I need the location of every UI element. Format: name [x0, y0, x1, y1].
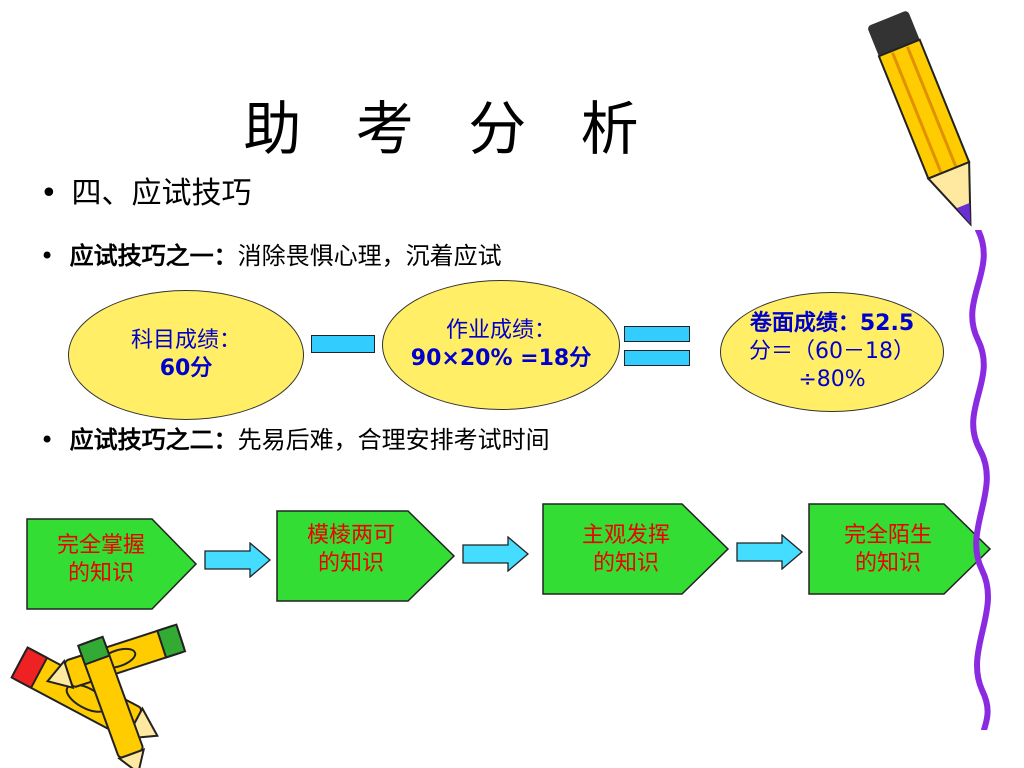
- subject-score-line2: 60分: [159, 356, 213, 381]
- slide-title: 助 考 分 析: [243, 95, 657, 163]
- flow-step-2-line2: 的知识: [317, 551, 384, 576]
- bullet-dot: •: [40, 176, 58, 211]
- paper-score-ellipse: 卷面成绩：52.5 分＝（60－18） ÷80%: [720, 292, 944, 412]
- tip-two-label: 应试技巧之二：: [69, 425, 238, 454]
- flow-step-1: 完全掌握 的知识: [26, 532, 176, 588]
- tip-one-label: 应试技巧之一：: [69, 241, 238, 270]
- paper-score-line1: 卷面成绩：52.5: [749, 311, 915, 336]
- flow-step-1-line2: 的知识: [67, 561, 134, 586]
- bullet-dot: •: [40, 426, 55, 454]
- tip-two: • 应试技巧之二：先易后难，合理安排考试时间: [40, 420, 550, 455]
- flow-step-3-line2: 的知识: [592, 551, 659, 576]
- equals-operator-bottom: [624, 350, 690, 366]
- flow-step-4: 完全陌生 的知识: [808, 522, 968, 578]
- equals-operator-top: [624, 326, 690, 342]
- flow-step-2-line1: 模棱两可: [306, 523, 395, 548]
- section-heading: • 四、应试技巧: [40, 168, 252, 212]
- tip-one-text: 消除畏惧心理，沉着应试: [237, 242, 502, 270]
- flow-arrow-icon: [736, 534, 804, 570]
- paper-score-line2: 分＝（60－18）: [749, 339, 915, 364]
- wavy-line-decoration: [969, 230, 991, 730]
- pencil-icon: [868, 11, 972, 227]
- bullet-dot: •: [40, 242, 55, 270]
- flow-step-4-line1: 完全陌生: [843, 523, 932, 548]
- paper-score-line3: ÷80%: [798, 367, 866, 392]
- homework-score-line2: 90×20% =18分: [410, 346, 592, 371]
- flow-step-4-shape: [808, 503, 992, 595]
- subject-score-line1: 科目成绩：: [130, 328, 241, 353]
- flow-arrow-icon: [462, 536, 530, 572]
- tip-two-text: 先易后难，合理安排考试时间: [237, 426, 550, 454]
- flow-step-4-line2: 的知识: [854, 551, 921, 576]
- flow-step-2: 模棱两可 的知识: [276, 522, 426, 578]
- flow-step-2-shape: [276, 510, 456, 602]
- section-heading-text: 四、应试技巧: [71, 176, 252, 211]
- homework-score-line1: 作业成绩：: [445, 318, 556, 343]
- subject-score-ellipse: 科目成绩： 60分: [68, 290, 304, 420]
- flow-step-1-line1: 完全掌握: [56, 533, 145, 558]
- flow-step-1-shape: [26, 518, 198, 610]
- crayons-icon: [10, 623, 187, 768]
- flow-step-3: 主观发挥 的知识: [546, 522, 706, 578]
- minus-operator: [311, 335, 375, 353]
- flow-arrow-icon: [204, 542, 272, 578]
- homework-score-ellipse: 作业成绩： 90×20% =18分: [382, 280, 620, 410]
- flow-step-3-shape: [542, 503, 730, 595]
- flow-step-3-line1: 主观发挥: [581, 523, 670, 548]
- tip-one: • 应试技巧之一：消除畏惧心理，沉着应试: [40, 236, 502, 271]
